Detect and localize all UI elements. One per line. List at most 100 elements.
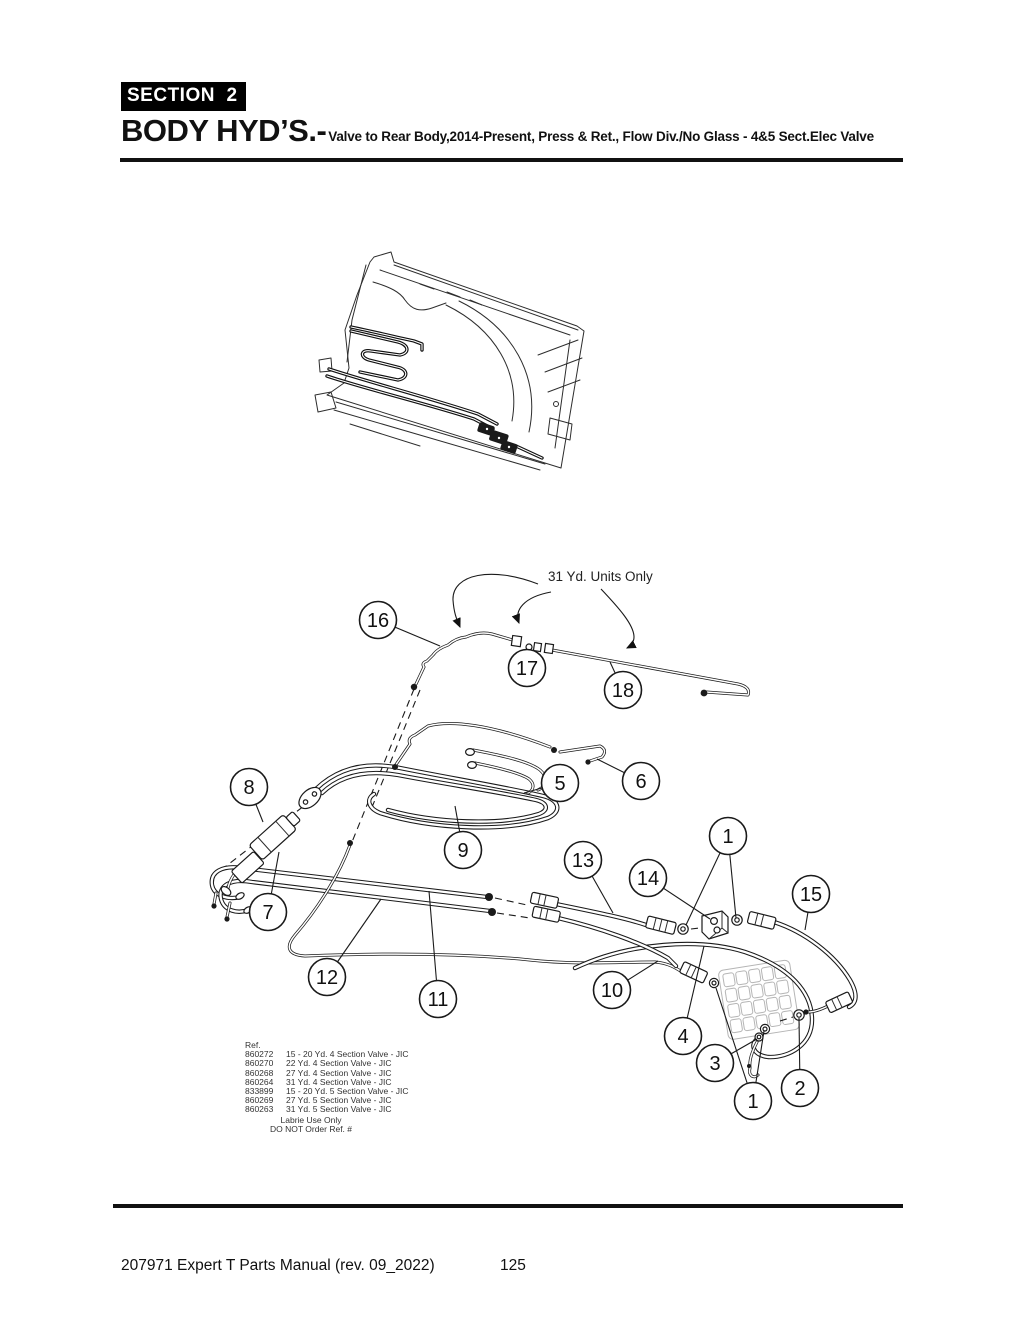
valve-section-cell bbox=[724, 987, 738, 1003]
callout-circle bbox=[307, 957, 347, 997]
ref-description: 27 Yd. 5 Section Valve - JIC bbox=[286, 1095, 392, 1106]
callout-3: 3 bbox=[695, 1038, 758, 1083]
callout-number: 10 bbox=[601, 980, 623, 1002]
callout-number: 13 bbox=[572, 850, 594, 872]
callout-7: 7 bbox=[248, 851, 288, 932]
callout-circle bbox=[733, 1081, 773, 1121]
callout-circle bbox=[780, 1068, 820, 1108]
callout-circle bbox=[695, 1043, 735, 1083]
callout-number: 6 bbox=[635, 771, 646, 793]
valve-section-cell bbox=[760, 966, 775, 982]
ref-footnote-line2: DO NOT Order Ref. # bbox=[269, 1123, 353, 1134]
valve-section-cell bbox=[778, 994, 792, 1010]
callout-circle bbox=[791, 874, 831, 914]
callout-11: 11 bbox=[418, 890, 458, 1019]
ref-description: 15 - 20 Yd. 4 Section Valve - JIC bbox=[286, 1049, 409, 1060]
callout-circle bbox=[708, 816, 748, 856]
callout-15: 15 bbox=[791, 874, 831, 931]
valve-section-cell bbox=[781, 1010, 795, 1026]
callout-4: 4 bbox=[663, 945, 705, 1056]
ref-table-header: Ref. bbox=[245, 1040, 261, 1050]
note-arrows bbox=[452, 573, 637, 649]
callout-6: 6 bbox=[596, 758, 661, 801]
ref-table-row: 833899 15 - 20 Yd. 5 Section Valve - JIC bbox=[245, 1086, 409, 1097]
callout-circle bbox=[443, 830, 483, 870]
ref-description: 15 - 20 Yd. 5 Section Valve - JIC bbox=[286, 1086, 409, 1097]
callout-number: 1 bbox=[747, 1091, 758, 1113]
callout-5: 5 bbox=[523, 763, 580, 803]
callout-number: 15 bbox=[800, 884, 822, 906]
callout-circle bbox=[229, 767, 269, 807]
callout-circle bbox=[540, 763, 580, 803]
ref-number: 860270 bbox=[245, 1058, 274, 1069]
callout-17: 17 bbox=[507, 648, 547, 688]
ref-table-row: 860264 31 Yd. 4 Section Valve - JIC bbox=[245, 1076, 409, 1087]
ref-number: 860268 bbox=[245, 1067, 274, 1078]
callout-number: 7 bbox=[262, 902, 273, 924]
ref-number: 860264 bbox=[245, 1076, 274, 1087]
page-title: BODY HYD’S.- bbox=[121, 113, 327, 148]
callout-10: 10 bbox=[592, 960, 659, 1010]
footer-rule bbox=[113, 1204, 903, 1208]
callout-circle bbox=[663, 1016, 703, 1056]
valve-section-cell bbox=[735, 970, 749, 986]
callout-number: 9 bbox=[457, 840, 468, 862]
ref-description: 31 Yd. 4 Section Valve - JIC bbox=[286, 1076, 392, 1087]
callout-number: 12 bbox=[316, 967, 338, 989]
valve-section-cell bbox=[737, 985, 751, 1001]
callout-circle bbox=[358, 600, 398, 640]
callout-number: 14 bbox=[637, 868, 659, 890]
section-badge: SECTION 2 bbox=[121, 82, 246, 111]
callout-circle bbox=[507, 648, 547, 688]
valve-section-cell bbox=[740, 1000, 754, 1016]
callout-circle bbox=[248, 892, 288, 932]
callout-circle bbox=[628, 858, 668, 898]
footer-page-number: 125 bbox=[500, 1257, 526, 1274]
header-rule bbox=[120, 158, 903, 162]
ref-table-footnote: Labrie Use Only DO NOT Order Ref. # bbox=[245, 1114, 377, 1134]
callout-circle bbox=[563, 840, 603, 880]
ref-number: 833899 bbox=[245, 1086, 274, 1097]
valve-section-cell bbox=[729, 1018, 743, 1034]
ref-footnote-line1: Labrie Use Only bbox=[280, 1114, 342, 1125]
callout-number: 2 bbox=[794, 1078, 805, 1100]
callout-circle bbox=[592, 970, 632, 1010]
callout-number: 17 bbox=[516, 658, 538, 680]
ref-description: 22 Yd. 4 Section Valve - JIC bbox=[286, 1058, 392, 1069]
page-header: SECTION 2 BODY HYD’S.- Valve to Rear Bod… bbox=[121, 82, 874, 149]
ref-table-row: 860270 22 Yd. 4 Section Valve - JIC bbox=[245, 1059, 409, 1068]
ref-description: 27 Yd. 4 Section Valve - JIC bbox=[286, 1067, 392, 1078]
callout-number: 1 bbox=[722, 826, 733, 848]
callout-number: 18 bbox=[612, 680, 634, 702]
valve-section-cell bbox=[748, 968, 762, 984]
callout-14: 14 bbox=[628, 858, 711, 920]
truck-valve-cluster bbox=[477, 422, 518, 454]
callout-circle bbox=[621, 761, 661, 801]
callout-8: 8 bbox=[229, 767, 269, 823]
callout-18: 18 bbox=[603, 661, 643, 710]
ref-number: 860263 bbox=[245, 1104, 274, 1115]
callout-circle bbox=[603, 670, 643, 710]
note-31yd-units: 31 Yd. Units Only bbox=[548, 569, 653, 584]
callout-16: 16 bbox=[358, 600, 441, 647]
callout-1: 1 bbox=[715, 987, 773, 1121]
ref-table-row: 860268 27 Yd. 4 Section Valve - JIC bbox=[245, 1067, 409, 1078]
truck-body-drawing bbox=[314, 251, 585, 471]
valve-section-cell bbox=[752, 998, 767, 1014]
valve-section-cell bbox=[722, 972, 736, 988]
valve-section-cell bbox=[768, 1012, 782, 1028]
valve-section-cell bbox=[763, 981, 777, 997]
callout-2: 2 bbox=[780, 1017, 820, 1108]
callout-number: 4 bbox=[677, 1026, 688, 1048]
callout-circle bbox=[418, 979, 458, 1019]
footer-manual-info: 207971 Expert T Parts Manual (rev. 09_20… bbox=[121, 1257, 435, 1274]
callout-1: 1 bbox=[685, 816, 748, 926]
page-subtitle: Valve to Rear Body,2014-Present, Press &… bbox=[328, 129, 874, 144]
callout-leader bbox=[715, 987, 754, 1102]
flow-divider-block bbox=[701, 910, 729, 940]
